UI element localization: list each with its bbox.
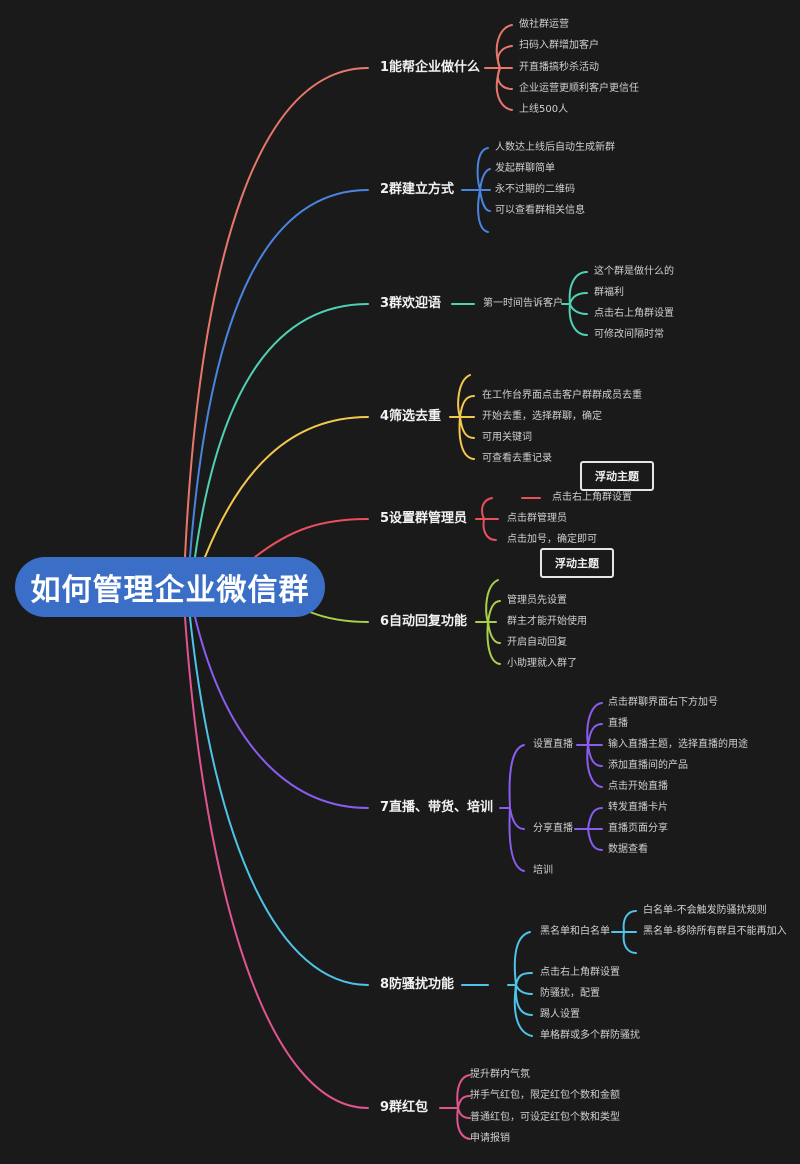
branch-6-item[interactable]: 管理员先设置 xyxy=(507,595,567,606)
branch-2-item[interactable]: 发起群聊简单 xyxy=(495,163,555,174)
branch-9-topic[interactable]: 9群红包 xyxy=(380,1100,429,1115)
branch-1-item[interactable]: 上线500人 xyxy=(519,104,569,115)
branch-1-item[interactable]: 开直播搞秒杀活动 xyxy=(519,62,599,73)
branch-6-item[interactable]: 群主才能开始使用 xyxy=(507,616,587,627)
branch-1-item[interactable]: 做社群运营 xyxy=(519,19,569,30)
branch-9-item[interactable]: 拼手气红包，限定红包个数和金额 xyxy=(470,1090,620,1101)
branch-3-item[interactable]: 这个群是做什么的 xyxy=(594,266,674,277)
branch-5-item[interactable]: 点击群管理员 xyxy=(507,513,567,524)
branch-4-item[interactable]: 开始去重，选择群聊，确定 xyxy=(482,411,602,422)
branch-7-item[interactable]: 直播 xyxy=(608,718,628,729)
branch-3-mid-topic[interactable]: 第一时间告诉客户 xyxy=(483,298,563,309)
branch-5-item[interactable]: 点击右上角群设置 xyxy=(552,492,632,503)
branch-1-item[interactable]: 企业运营更顺利客户更信任 xyxy=(519,83,639,94)
branch-8-group[interactable]: 防骚扰，配置 xyxy=(540,988,600,999)
branch-2-item[interactable]: 永不过期的二维码 xyxy=(495,184,575,195)
branch-7-item[interactable]: 转发直播卡片 xyxy=(608,802,668,813)
branch-6-topic[interactable]: 6自动回复功能 xyxy=(380,614,468,629)
branch-6-item[interactable]: 小助理就入群了 xyxy=(507,658,577,669)
branch-8-group[interactable]: 黑名单和白名单 xyxy=(540,926,610,937)
branch-4-topic[interactable]: 4筛选去重 xyxy=(380,409,442,424)
branch-4-item[interactable]: 可用关键词 xyxy=(482,432,532,443)
branch-7-item[interactable]: 点击开始直播 xyxy=(608,781,668,792)
branch-2-topic[interactable]: 2群建立方式 xyxy=(380,182,455,197)
branch-3-item[interactable]: 点击右上角群设置 xyxy=(594,308,674,319)
branch-8-group[interactable]: 单格群或多个群防骚扰 xyxy=(540,1030,640,1041)
branch-1-topic[interactable]: 1能帮企业做什么 xyxy=(380,60,481,75)
branch-4-item[interactable]: 在工作台界面点击客户群群成员去重 xyxy=(482,390,642,401)
branch-6-item[interactable]: 开启自动回复 xyxy=(507,637,567,648)
branch-2-item[interactable]: 人数达上线后自动生成新群 xyxy=(495,142,615,153)
branch-1-item[interactable]: 扫码入群增加客户 xyxy=(519,40,599,51)
floating-topic[interactable]: 浮动主题 xyxy=(540,548,614,578)
floating-topic[interactable]: 浮动主题 xyxy=(580,461,654,491)
branch-5-item[interactable]: 点击加号，确定即可 xyxy=(507,534,597,545)
branch-8-group[interactable]: 点击右上角群设置 xyxy=(540,967,620,978)
branch-8-item[interactable]: 黑名单-移除所有群且不能再加入 xyxy=(643,926,787,937)
branch-3-item[interactable]: 可修改间隔时常 xyxy=(594,329,664,340)
branch-9-item[interactable]: 普通红包，可设定红包个数和类型 xyxy=(470,1112,620,1123)
branch-7-group[interactable]: 分享直播 xyxy=(533,823,573,834)
branch-8-group[interactable]: 踢人设置 xyxy=(540,1009,580,1020)
branch-7-item[interactable]: 添加直播间的产品 xyxy=(608,760,688,771)
branch-5-topic[interactable]: 5设置群管理员 xyxy=(380,511,468,526)
branch-9-item[interactable]: 提升群内气氛 xyxy=(470,1069,530,1080)
root-topic[interactable]: 如何管理企业微信群 xyxy=(15,557,325,617)
branch-3-topic[interactable]: 3群欢迎语 xyxy=(380,296,442,311)
branch-7-item[interactable]: 输入直播主题，选择直播的用途 xyxy=(608,739,748,750)
branch-7-item[interactable]: 数据查看 xyxy=(608,844,648,855)
branch-7-topic[interactable]: 7直播、带货、培训 xyxy=(380,800,494,815)
branch-8-topic[interactable]: 8防骚扰功能 xyxy=(380,977,455,992)
branch-7-group[interactable]: 培训 xyxy=(533,865,553,876)
branch-2-item[interactable]: 可以查看群相关信息 xyxy=(495,205,585,216)
branch-7-group[interactable]: 设置直播 xyxy=(533,739,573,750)
branch-3-item[interactable]: 群福利 xyxy=(594,287,624,298)
branch-8-item[interactable]: 白名单-不会触发防骚扰规则 xyxy=(643,905,767,916)
branch-4-item[interactable]: 可查看去重记录 xyxy=(482,453,552,464)
branch-9-item[interactable]: 申请报销 xyxy=(470,1133,510,1144)
branch-7-item[interactable]: 直播页面分享 xyxy=(608,823,668,834)
branch-7-item[interactable]: 点击群聊界面右下方加号 xyxy=(608,697,718,708)
